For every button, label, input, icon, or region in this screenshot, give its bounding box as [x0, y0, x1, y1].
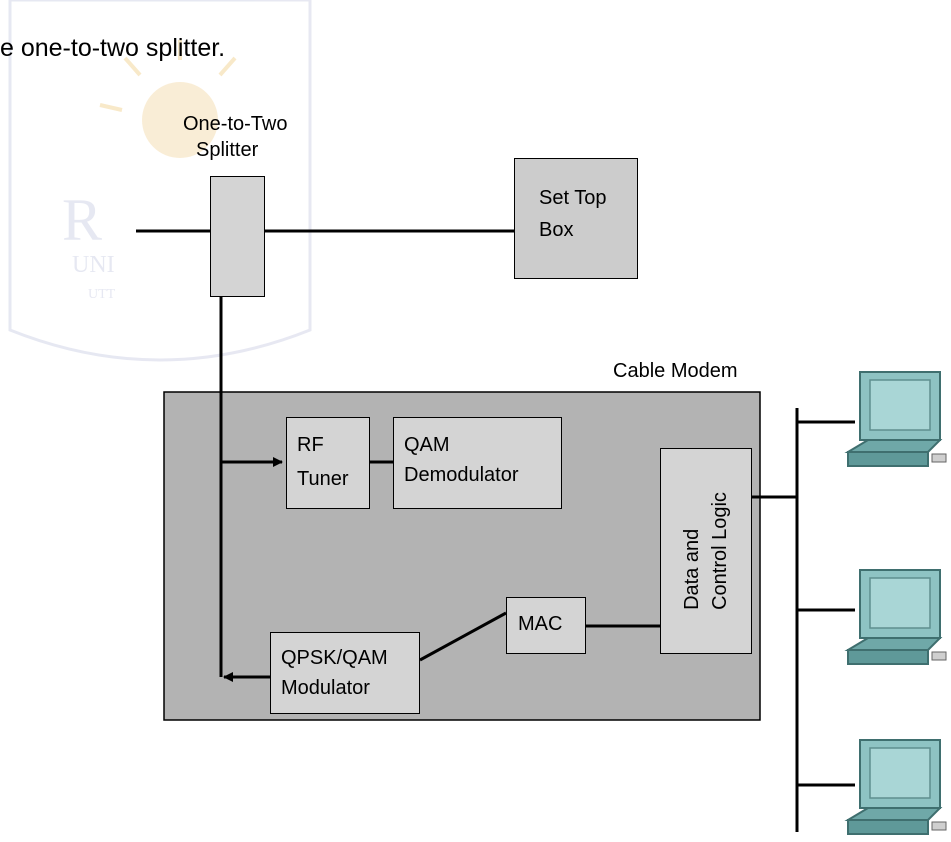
rf-label-line1: RF: [297, 434, 324, 456]
data-control-logic-box: Data and Control Logic: [660, 448, 752, 654]
computer-icon: [844, 739, 947, 835]
cable-modem-label: Cable Modem: [613, 360, 738, 382]
settop-label-line1: Set Top: [539, 187, 607, 209]
dcl-label-line1: Data and: [681, 528, 703, 610]
splitter-box: [210, 176, 265, 297]
watermark-letters: R: [62, 187, 102, 253]
watermark-letters: UTT: [88, 287, 116, 302]
mac-label: MAC: [518, 613, 563, 635]
qam-demodulator-box: QAM Demodulator: [393, 417, 562, 509]
qpsk-label-line2: Modulator: [281, 677, 370, 699]
qpsk-label-line1: QPSK/QAM: [281, 647, 388, 669]
settop-label-line2: Box: [539, 219, 574, 241]
splitter-label-line2: Splitter: [196, 139, 259, 161]
qam-demod-label-line2: Demodulator: [404, 464, 519, 486]
rf-tuner-box: RF Tuner: [286, 417, 370, 509]
watermark-letters: UNI: [72, 252, 115, 278]
qpsk-qam-modulator-box: QPSK/QAM Modulator: [270, 632, 420, 714]
caption-text: e one-to-two splitter.: [0, 34, 226, 62]
mac-box: MAC: [506, 597, 586, 654]
computer-icon: [844, 569, 947, 665]
computer-icon: [844, 371, 947, 467]
rf-label-line2: Tuner: [297, 468, 349, 490]
modulator-mac-line: [419, 611, 507, 662]
splitter-label-line1: One-to-Two: [183, 113, 288, 135]
qam-demod-label-line1: QAM: [404, 434, 450, 456]
set-top-box: Set Top Box: [514, 158, 638, 279]
dcl-label-line2: Control Logic: [709, 492, 731, 610]
